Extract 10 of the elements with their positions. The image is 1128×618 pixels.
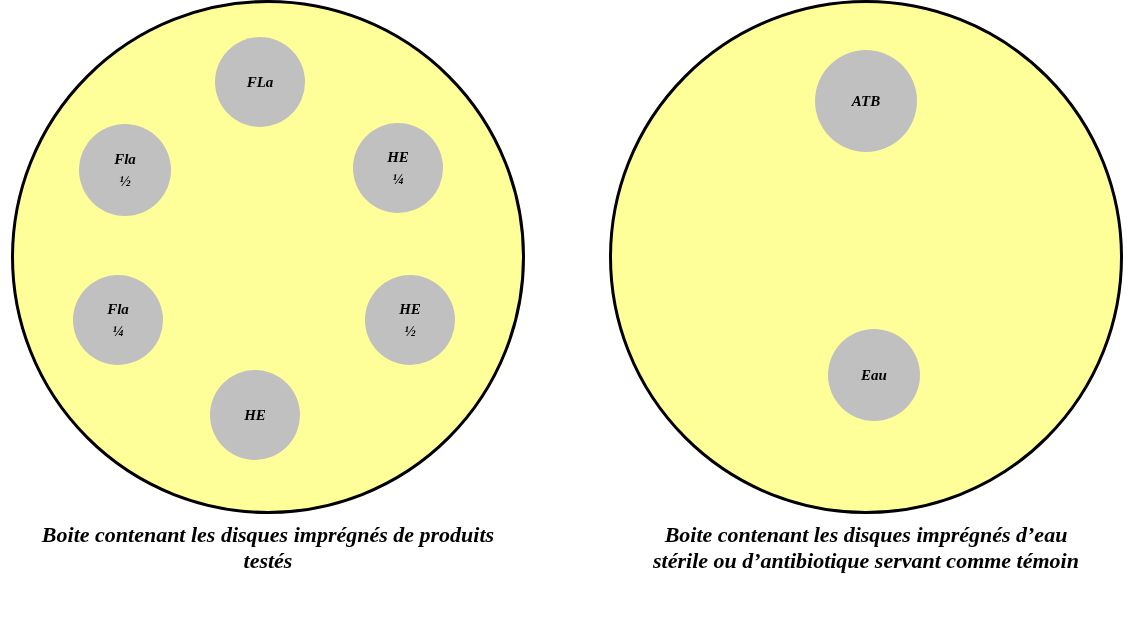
disc-label: ATB	[851, 91, 881, 111]
disc-label: FLa	[246, 72, 274, 92]
dish-caption: Boite contenant les disques imprégnés d’eau stérile ou d’antibiotique servant comme témoin	[652, 522, 1080, 575]
disc-label: HE ¼	[387, 147, 409, 189]
dish-caption: Boite contenant les disques imprégnés de produits testés	[40, 522, 496, 575]
disc-label: HE ½	[399, 299, 421, 341]
disc-label: Fla ¼	[107, 299, 129, 341]
disc-label: HE	[244, 405, 266, 425]
disc-label: Eau	[861, 365, 887, 385]
disc-label: Fla ½	[114, 149, 136, 191]
